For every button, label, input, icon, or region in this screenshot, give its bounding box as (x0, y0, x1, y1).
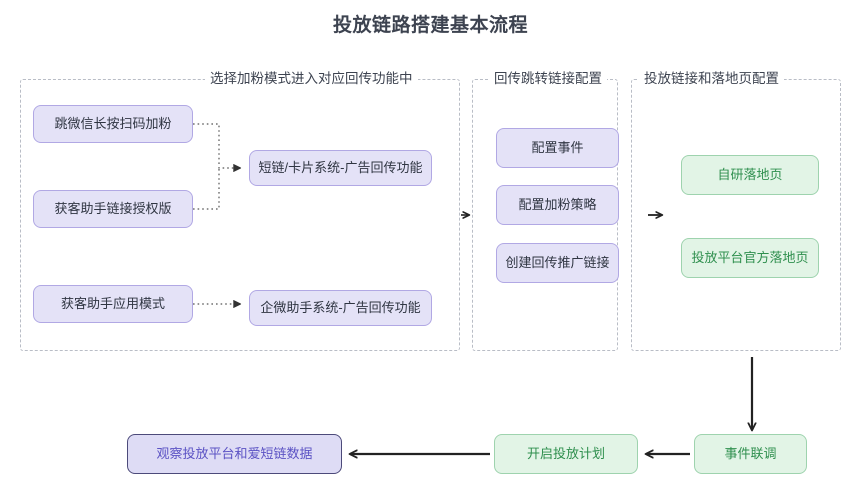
node-assistant-app[interactable]: 获客助手应用模式 (33, 285, 193, 323)
node-qw-assistant-system[interactable]: 企微助手系统-广告回传功能 (249, 290, 432, 326)
node-start-plan[interactable]: 开启投放计划 (494, 434, 638, 474)
node-config-strategy[interactable]: 配置加粉策略 (496, 185, 619, 225)
node-observe-data[interactable]: 观察投放平台和爱短链数据 (127, 434, 342, 474)
node-short-link-system[interactable]: 短链/卡片系统-广告回传功能 (249, 150, 432, 186)
node-wechat-scan[interactable]: 跳微信长按扫码加粉 (33, 105, 193, 143)
node-assistant-link[interactable]: 获客助手链接授权版 (33, 190, 193, 228)
node-event-debug[interactable]: 事件联调 (694, 434, 807, 474)
page-title: 投放链路搭建基本流程 (332, 15, 528, 36)
group-fan-mode-label: 选择加粉模式进入对应回传功能中 (205, 71, 418, 87)
node-platform-landing[interactable]: 投放平台官方落地页 (681, 238, 819, 278)
group-callback-label: 回传跳转链接配置 (489, 71, 607, 87)
node-create-link[interactable]: 创建回传推广链接 (496, 243, 619, 283)
group-landing (631, 79, 841, 351)
group-landing-label: 投放链接和落地页配置 (639, 71, 784, 87)
node-config-event[interactable]: 配置事件 (496, 128, 619, 168)
node-self-landing[interactable]: 自研落地页 (681, 155, 819, 195)
